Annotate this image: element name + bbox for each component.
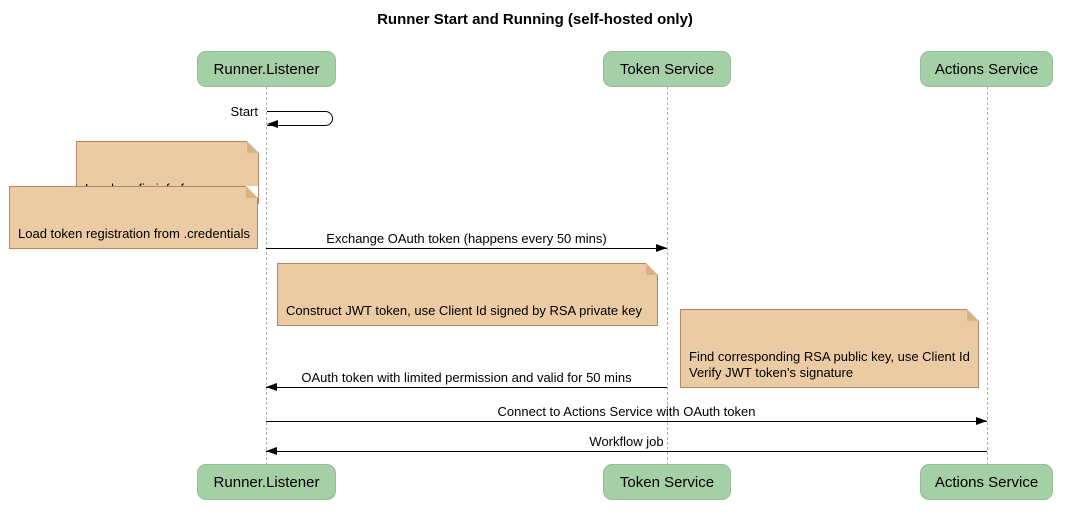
lifeline-token-service bbox=[667, 87, 668, 465]
participant-label: Token Service bbox=[619, 473, 715, 491]
participant-label: Token Service bbox=[619, 60, 715, 78]
message-workflow-job: Workflow job bbox=[266, 434, 987, 455]
participant-actions-service-top: Actions Service bbox=[920, 51, 1053, 87]
participant-label: Actions Service bbox=[934, 473, 1039, 491]
arrowhead-right-icon bbox=[976, 417, 987, 425]
participant-label: Runner.Listener bbox=[213, 60, 320, 78]
note-verify-jwt: Find corresponding RSA public key, use C… bbox=[680, 309, 979, 388]
note-text: Find corresponding RSA public key, use C… bbox=[689, 349, 970, 380]
participant-label: Runner.Listener bbox=[213, 473, 320, 491]
message-line bbox=[266, 417, 987, 425]
message-oauth-token-returned: OAuth token with limited permission and … bbox=[266, 370, 667, 391]
note-fold-icon bbox=[247, 141, 259, 153]
message-connect-actions-service: Connect to Actions Service with OAuth to… bbox=[266, 404, 987, 425]
note-construct-jwt: Construct JWT token, use Client Id signe… bbox=[277, 263, 658, 326]
self-message-start-loop bbox=[267, 111, 333, 126]
lifeline-runner-listener bbox=[266, 87, 267, 465]
self-message-start-label: Start bbox=[230, 104, 258, 119]
participant-runner-listener-top: Runner.Listener bbox=[197, 51, 336, 87]
message-line bbox=[266, 447, 987, 455]
note-text: Construct JWT token, use Client Id signe… bbox=[286, 303, 642, 318]
lifeline-actions-service bbox=[987, 87, 988, 465]
participant-token-service-top: Token Service bbox=[603, 51, 731, 87]
participant-token-service-bottom: Token Service bbox=[603, 464, 731, 500]
participant-runner-listener-bottom: Runner.Listener bbox=[197, 464, 336, 500]
participant-label: Actions Service bbox=[934, 60, 1039, 78]
arrowhead-left-icon bbox=[266, 447, 277, 455]
participant-actions-service-bottom: Actions Service bbox=[920, 464, 1053, 500]
message-line bbox=[266, 383, 667, 391]
message-label: OAuth token with limited permission and … bbox=[301, 370, 632, 385]
note-fold-icon bbox=[967, 309, 979, 321]
note-fold-icon bbox=[246, 186, 258, 198]
note-load-token-registration: Load token registration from .credential… bbox=[9, 186, 258, 249]
diagram-title: Runner Start and Running (self-hosted on… bbox=[377, 11, 693, 28]
message-label: Connect to Actions Service with OAuth to… bbox=[497, 404, 756, 419]
message-exchange-oauth-token: Exchange OAuth token (happens every 50 m… bbox=[266, 231, 667, 252]
message-label: Workflow job bbox=[589, 434, 664, 449]
message-line bbox=[266, 244, 667, 252]
self-message-start-arrowhead-icon bbox=[267, 120, 278, 128]
message-label: Exchange OAuth token (happens every 50 m… bbox=[326, 231, 607, 246]
note-text: Load token registration from .credential… bbox=[18, 226, 250, 241]
arrowhead-right-icon bbox=[656, 244, 667, 252]
note-fold-icon bbox=[646, 263, 658, 275]
arrowhead-left-icon bbox=[266, 383, 277, 391]
